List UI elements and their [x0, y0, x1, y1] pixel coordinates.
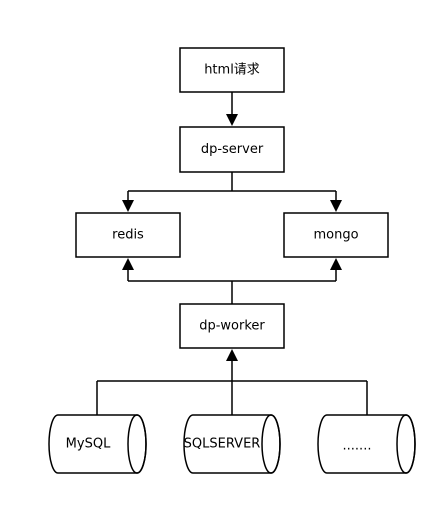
html-request-label: html请求 — [204, 63, 260, 78]
edge-html-to-server — [226, 92, 238, 126]
mongo-label: mongo — [313, 228, 358, 243]
mysql-database: MySQL — [48, 414, 147, 474]
more-databases-label: ....... — [343, 439, 372, 454]
dp-server-label: dp-server — [201, 142, 264, 157]
dp-worker-label: dp-worker — [199, 319, 265, 334]
redis-node: redis — [75, 212, 181, 258]
mysql-label: MySQL — [66, 437, 111, 452]
more-databases: ....... — [317, 414, 416, 474]
sqlserver-database: SQLSERVER — [183, 414, 281, 474]
edge-server-to-caches — [122, 172, 342, 212]
dp-server-node: dp-server — [179, 126, 285, 173]
dp-worker-node: dp-worker — [179, 303, 285, 349]
edge-worker-to-caches — [122, 258, 342, 304]
sqlserver-label: SQLSERVER — [184, 437, 261, 452]
mongo-node: mongo — [283, 212, 389, 258]
edge-databases-to-worker — [96, 349, 368, 415]
html-request-node: html请求 — [179, 47, 285, 93]
redis-label: redis — [112, 228, 144, 243]
